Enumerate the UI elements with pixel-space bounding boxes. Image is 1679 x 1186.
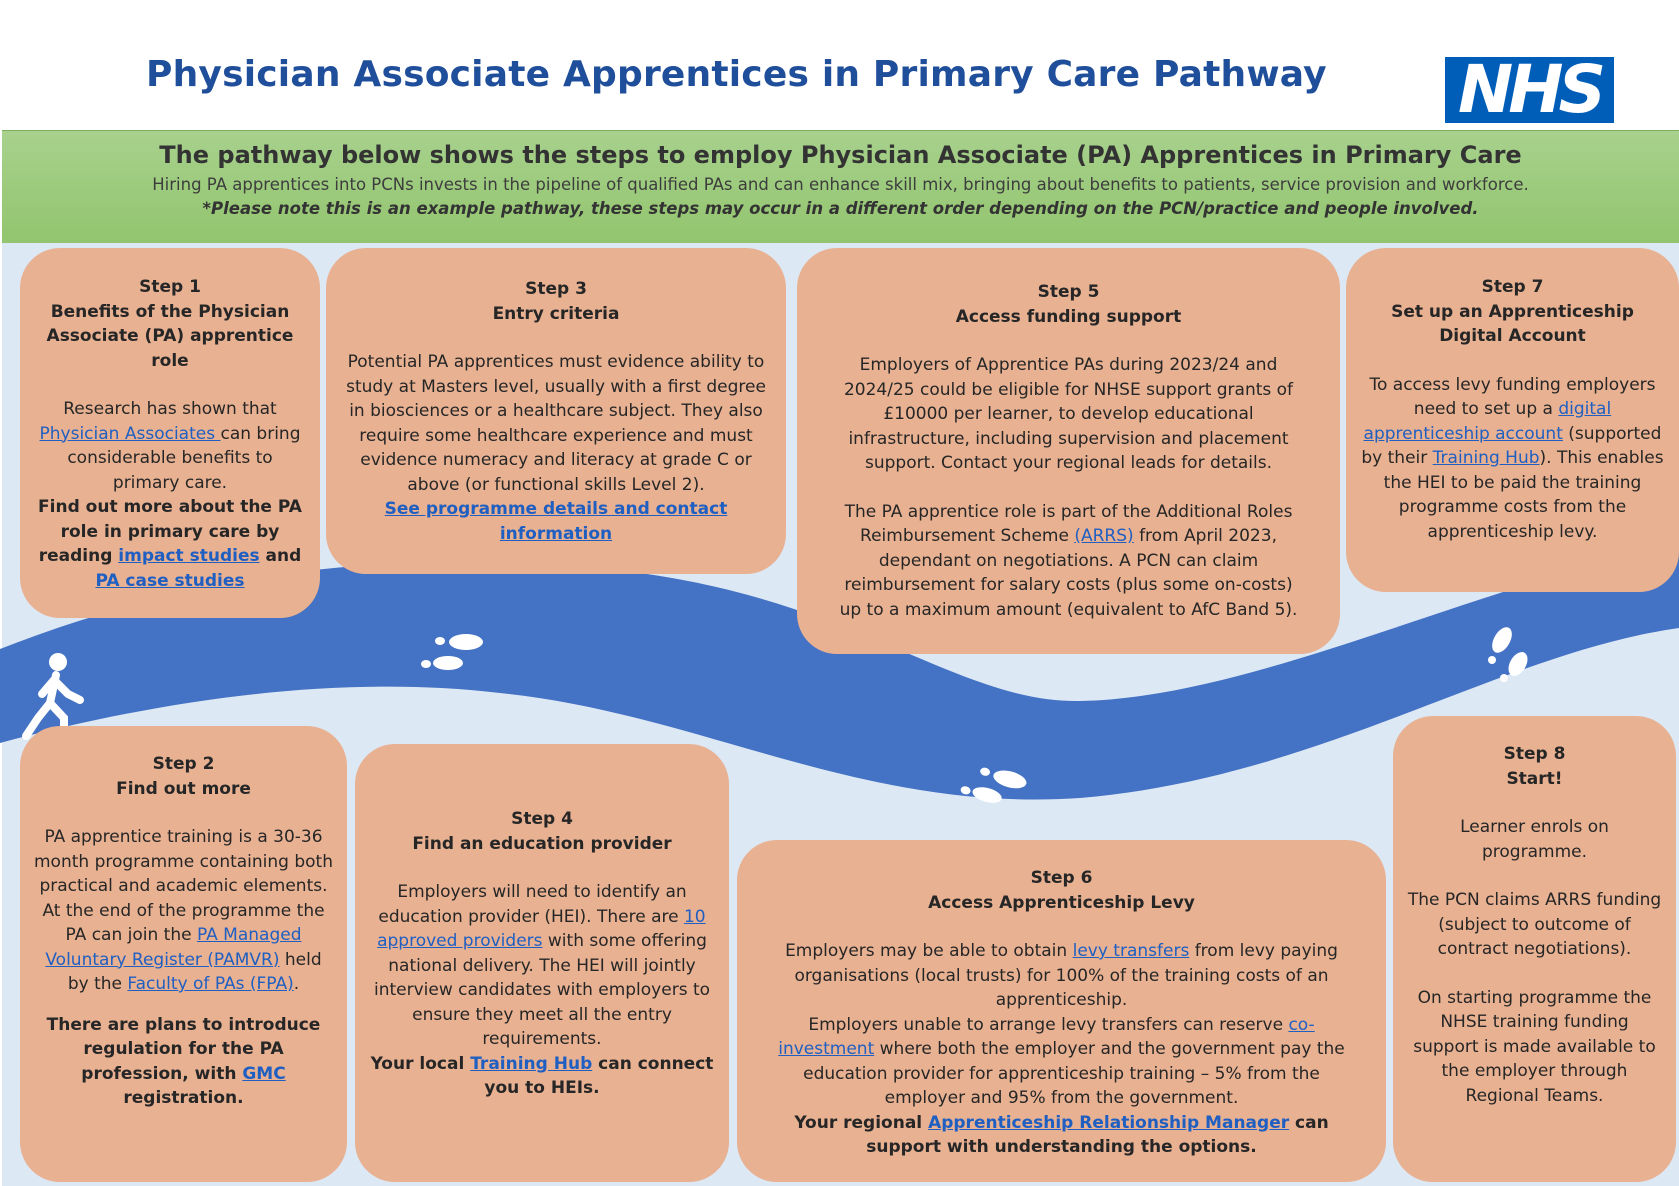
step-4-card: Step 4 Find an education provider Employ… — [355, 744, 729, 1182]
nhs-logo-text: NHS — [1457, 51, 1606, 128]
text-span: Your regional — [794, 1112, 929, 1133]
banner-subtitle: Hiring PA apprentices into PCNs invests … — [152, 175, 1529, 194]
text-span: and — [259, 546, 302, 566]
text-span: Your local — [370, 1053, 471, 1074]
text-span: Employers will need to identify an educa… — [378, 882, 687, 927]
step-callout: See programme details and contact inform… — [340, 497, 772, 546]
step-number: Step 2 — [152, 754, 215, 774]
text-span: from levy paying organisations (local tr… — [794, 941, 1338, 1010]
text-span: To access levy funding employers need to… — [1369, 374, 1656, 420]
text-span: registration. — [123, 1088, 244, 1108]
step-number: Step 6 — [1030, 868, 1093, 888]
nhs-logo: NHS — [1443, 55, 1616, 125]
step-title: Access funding support — [955, 306, 1182, 327]
step-body: On starting programme the NHSE training … — [1413, 987, 1656, 1106]
step-body: PA apprentice training is a 30-36 month … — [34, 825, 333, 997]
text-span: PA apprentice training is a 30-36 month … — [34, 827, 333, 945]
step-8-card: Step 8 Start! Learner enrols on programm… — [1393, 716, 1676, 1182]
text-span: Find out more about the PA role in prima… — [38, 497, 302, 566]
step-title: Access Apprenticeship Levy — [928, 892, 1195, 913]
step-body: Learner enrols on programme. — [1460, 817, 1609, 862]
text-span: . — [293, 974, 300, 994]
text-span: (supported by their — [1361, 423, 1662, 469]
step-number: Step 1 — [139, 277, 201, 297]
step-number: Step 5 — [1037, 282, 1100, 302]
step-3-card: Step 3 Entry criteria Potential PA appre… — [326, 248, 786, 574]
step-callout: Your local Training Hub can connect you … — [369, 1052, 715, 1101]
step-number: Step 8 — [1503, 744, 1566, 764]
step-title: Find an education provider — [412, 833, 672, 854]
approved-providers-link[interactable]: 10 approved providers — [377, 906, 706, 952]
digital-apprenticeship-account-link[interactable]: digital apprenticeship account — [1363, 399, 1612, 444]
step-number: Step 4 — [511, 809, 573, 829]
step-6-card: Step 6 Access Apprenticeship Levy Employ… — [737, 840, 1386, 1182]
step-body: Employers unable to arrange levy transfe… — [763, 1013, 1360, 1111]
step-body: The PCN claims ARRS funding (subject to … — [1407, 890, 1662, 959]
text-span: where both the employer and the governme… — [803, 1039, 1345, 1108]
step-body: To access levy funding employers need to… — [1360, 373, 1665, 545]
pamvr-link[interactable]: PA Managed Voluntary Register (PAMVR) — [45, 925, 302, 970]
footprints-icon — [1488, 627, 1528, 682]
text-span: Employers may be able to obtain — [785, 941, 1073, 961]
banner-heading: The pathway below shows the steps to emp… — [159, 141, 1522, 169]
page-title: Physician Associate Apprentices in Prima… — [146, 54, 1327, 95]
step-body: Research has shown that Physician Associ… — [34, 397, 306, 495]
intro-banner: The pathway below shows the steps to emp… — [2, 130, 1679, 243]
text-span: can bring considerable benefits to prima… — [67, 423, 301, 493]
text-span: held by the — [67, 949, 322, 995]
text-span: from April 2023, dependant on negotiatio… — [839, 526, 1298, 620]
arrs-link[interactable]: (ARRS) — [1074, 526, 1134, 546]
physician-associates-link[interactable]: Physician Associates — [39, 423, 221, 444]
step-number: Step 3 — [525, 279, 587, 299]
step-1-card: Step 1 Benefits of the Physician Associa… — [20, 248, 320, 618]
gmc-link[interactable]: GMC — [242, 1063, 286, 1084]
pathway-road — [0, 548, 1679, 800]
step-body: Employers will need to identify an educa… — [369, 880, 715, 1052]
step-callout: There are plans to introduce regulation … — [34, 1013, 333, 1111]
footprints-icon — [421, 634, 483, 670]
programme-details-link[interactable]: See programme details and contact inform… — [384, 499, 728, 544]
text-span: with some offering national delivery. Th… — [373, 931, 711, 1049]
step-title: Benefits of the Physician Associate (PA)… — [46, 301, 294, 371]
text-span: There are plans to introduce regulation … — [46, 1014, 321, 1084]
step-body: Employers may be able to obtain levy tra… — [763, 939, 1360, 1013]
text-span: Employers unable to arrange levy transfe… — [808, 1014, 1289, 1035]
step-number: Step 7 — [1481, 277, 1544, 297]
step-body: The PA apprentice role is part of the Ad… — [833, 500, 1304, 623]
step-title: Start! — [1506, 768, 1563, 789]
text-span: can connect you to HEIs. — [484, 1053, 714, 1099]
text-span: The PA apprentice role is part of the Ad… — [844, 501, 1293, 547]
apprenticeship-relationship-manager-link[interactable]: Apprenticeship Relationship Manager — [928, 1112, 1290, 1133]
text-span: can support with understanding the optio… — [866, 1112, 1329, 1158]
step-callout: Find out more about the PA role in prima… — [34, 495, 306, 593]
step-title: Find out more — [116, 778, 251, 799]
pa-case-studies-link[interactable]: PA case studies — [95, 570, 245, 591]
banner-note: *Please note this is an example pathway,… — [202, 199, 1479, 218]
step-callout: Your regional Apprenticeship Relationshi… — [763, 1111, 1360, 1160]
fpa-link[interactable]: Faculty of PAs (FPA) — [127, 974, 294, 994]
step-5-card: Step 5 Access funding support Employers … — [797, 248, 1340, 654]
step-title: Set up an Apprenticeship Digital Account — [1391, 301, 1634, 347]
levy-transfers-link[interactable]: levy transfers — [1072, 941, 1190, 961]
impact-studies-link[interactable]: impact studies — [118, 546, 260, 566]
training-hub-link[interactable]: Training Hub — [470, 1053, 593, 1074]
text-span: Research has shown that — [63, 399, 277, 419]
step-body: Employers of Apprentice PAs during 2023/… — [843, 355, 1294, 473]
footprints-icon — [960, 767, 1027, 803]
training-hub-link[interactable]: Training Hub — [1432, 448, 1540, 468]
step-2-card: Step 2 Find out more PA apprentice train… — [20, 726, 347, 1182]
step-title: Entry criteria — [492, 303, 620, 324]
step-body: Potential PA apprentices must evidence a… — [346, 352, 766, 495]
step-7-card: Step 7 Set up an Apprenticeship Digital … — [1346, 248, 1679, 592]
text-span: ). This enables the HEI to be paid the t… — [1383, 448, 1664, 542]
co-investment-link[interactable]: co-investment — [778, 1014, 1315, 1060]
